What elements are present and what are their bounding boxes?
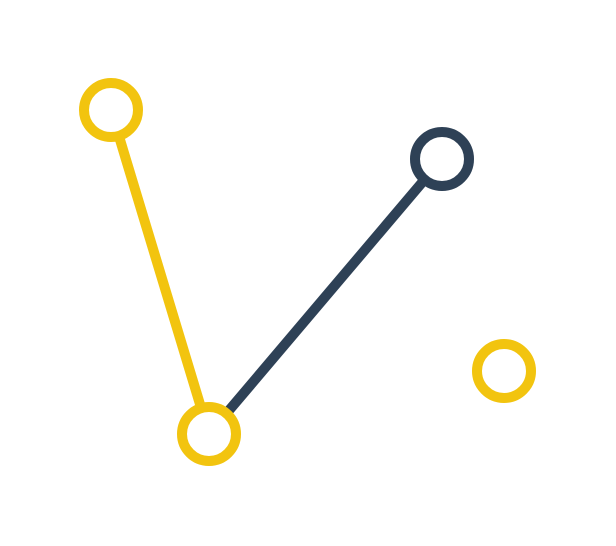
- edge-navy: [222, 176, 429, 417]
- node-bottom: [177, 402, 241, 466]
- edges-layer: [114, 134, 429, 417]
- node-top-left: [79, 78, 143, 142]
- node-isolated: [472, 339, 536, 403]
- edge-yellow: [114, 134, 206, 410]
- node-top-right: [410, 127, 474, 191]
- nodes-layer: [79, 78, 536, 466]
